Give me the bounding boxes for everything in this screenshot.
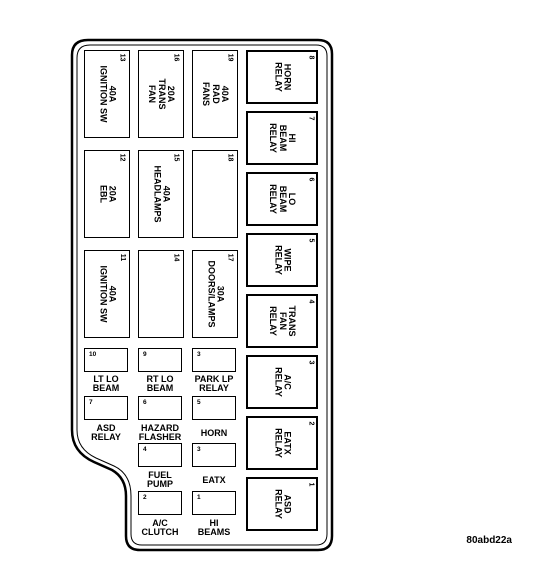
mini-fuse-label: HAZARD FLASHER — [138, 423, 182, 442]
relay-2: 2 EATX RELAY — [246, 416, 318, 470]
relay-number: 1 — [307, 482, 315, 487]
relay-number: 4 — [307, 299, 315, 304]
mini-fuse-number: 5 — [197, 399, 201, 406]
relay-label: HI BEAM RELAY — [268, 123, 298, 153]
fuse-number: 15 — [172, 153, 180, 162]
relay-label: A/C RELAY — [273, 367, 293, 397]
fuse-number: 17 — [226, 253, 234, 262]
relay-number: 6 — [307, 177, 315, 182]
mini-fuse-6: 6 — [138, 396, 182, 420]
fuse-label: 20A EBL — [98, 185, 118, 203]
relay-5: 5 WIPE RELAY — [246, 233, 318, 287]
fuse-number: 11 — [118, 253, 126, 262]
mini-fuse-number: 3 — [197, 351, 201, 358]
fuse-12: 12 20A EBL — [84, 150, 130, 238]
mini-fuse-7: 7 — [84, 396, 128, 420]
mini-fuse-number: 9 — [143, 351, 147, 358]
relay-label: ASD RELAY — [273, 489, 293, 519]
fuse-number: 19 — [226, 53, 234, 62]
relay-7: 7 HI BEAM RELAY — [246, 111, 318, 165]
fuse-label: 40A IGNITION SW — [98, 265, 118, 323]
mini-fuse-label: HI BEAMS — [197, 518, 231, 537]
figure-code: 80abd22a — [466, 535, 512, 546]
mini-fuse-number: 7 — [89, 399, 93, 406]
relay-number: 5 — [307, 238, 315, 243]
relay-label: TRANS FAN RELAY — [268, 305, 298, 337]
mini-fuse-5: 5 — [192, 396, 236, 420]
mini-fuse-label: RT LO BEAM — [146, 374, 174, 393]
mini-fuse-number: 3 — [197, 446, 201, 453]
fuse-number: 13 — [118, 53, 126, 62]
fuse-13: 13 40A IGNITION SW — [84, 50, 130, 138]
mini-fuse-3-park: 3 — [192, 348, 236, 372]
fuse-number: 12 — [118, 153, 126, 162]
mini-fuse-3-eatx: 3 — [192, 443, 236, 467]
mini-fuse-4: 4 — [138, 443, 182, 467]
mini-fuse-label: LT LO BEAM — [92, 374, 120, 393]
mini-fuse-label: A/C CLUTCH — [141, 518, 179, 537]
relay-8: 8 HORN RELAY — [246, 50, 318, 104]
mini-fuse-1: 1 — [192, 491, 236, 515]
fuse-label: 20A TRANS FAN — [147, 78, 177, 110]
mini-fuse-label: HORN — [200, 428, 228, 438]
mini-fuse-10: 10 — [84, 348, 128, 372]
mini-fuse-label: PARK LP RELAY — [194, 374, 234, 393]
mini-fuse-number: 2 — [143, 494, 147, 501]
mini-fuse-label: ASD RELAY — [91, 423, 121, 442]
relay-label: HORN RELAY — [273, 62, 293, 92]
relay-number: 8 — [307, 55, 315, 60]
mini-fuse-label: FUEL PUMP — [146, 470, 174, 489]
fuse-label: 30A DOORS/LAMPS — [206, 260, 226, 328]
relay-label: LO BEAM RELAY — [268, 184, 298, 214]
fuse-11: 11 40A IGNITION SW — [84, 250, 130, 338]
relay-3: 3 A/C RELAY — [246, 355, 318, 409]
fuse-19: 19 40A RAD FANS — [192, 50, 238, 138]
relay-number: 3 — [307, 360, 315, 365]
fuse-14: 14 — [138, 250, 184, 338]
fuse-number: 16 — [172, 53, 180, 62]
mini-fuse-9: 9 — [138, 348, 182, 372]
mini-fuse-number: 10 — [89, 351, 97, 358]
relay-label: WIPE RELAY — [273, 245, 293, 275]
fuse-16: 16 20A TRANS FAN — [138, 50, 184, 138]
relay-1: 1 ASD RELAY — [246, 477, 318, 531]
relay-number: 2 — [307, 421, 315, 426]
mini-fuse-2: 2 — [138, 491, 182, 515]
fuse-17: 17 30A DOORS/LAMPS — [192, 250, 238, 338]
mini-fuse-label: EATX — [202, 475, 226, 485]
fuse-15: 15 40A HEADLAMPS — [138, 150, 184, 238]
mini-fuse-number: 1 — [197, 494, 201, 501]
fuse-18: 18 — [192, 150, 238, 238]
fuse-label: 40A HEADLAMPS — [152, 165, 172, 223]
mini-fuse-number: 6 — [143, 399, 147, 406]
relay-label: EATX RELAY — [273, 428, 293, 458]
relay-4: 4 TRANS FAN RELAY — [246, 294, 318, 348]
relay-number: 7 — [307, 116, 315, 121]
mini-fuse-number: 4 — [143, 446, 147, 453]
fuse-number: 14 — [172, 253, 180, 262]
fuse-label: 40A IGNITION SW — [98, 65, 118, 123]
fuse-label: 40A RAD FANS — [201, 81, 231, 107]
fuse-number: 18 — [226, 153, 234, 162]
relay-6: 6 LO BEAM RELAY — [246, 172, 318, 226]
